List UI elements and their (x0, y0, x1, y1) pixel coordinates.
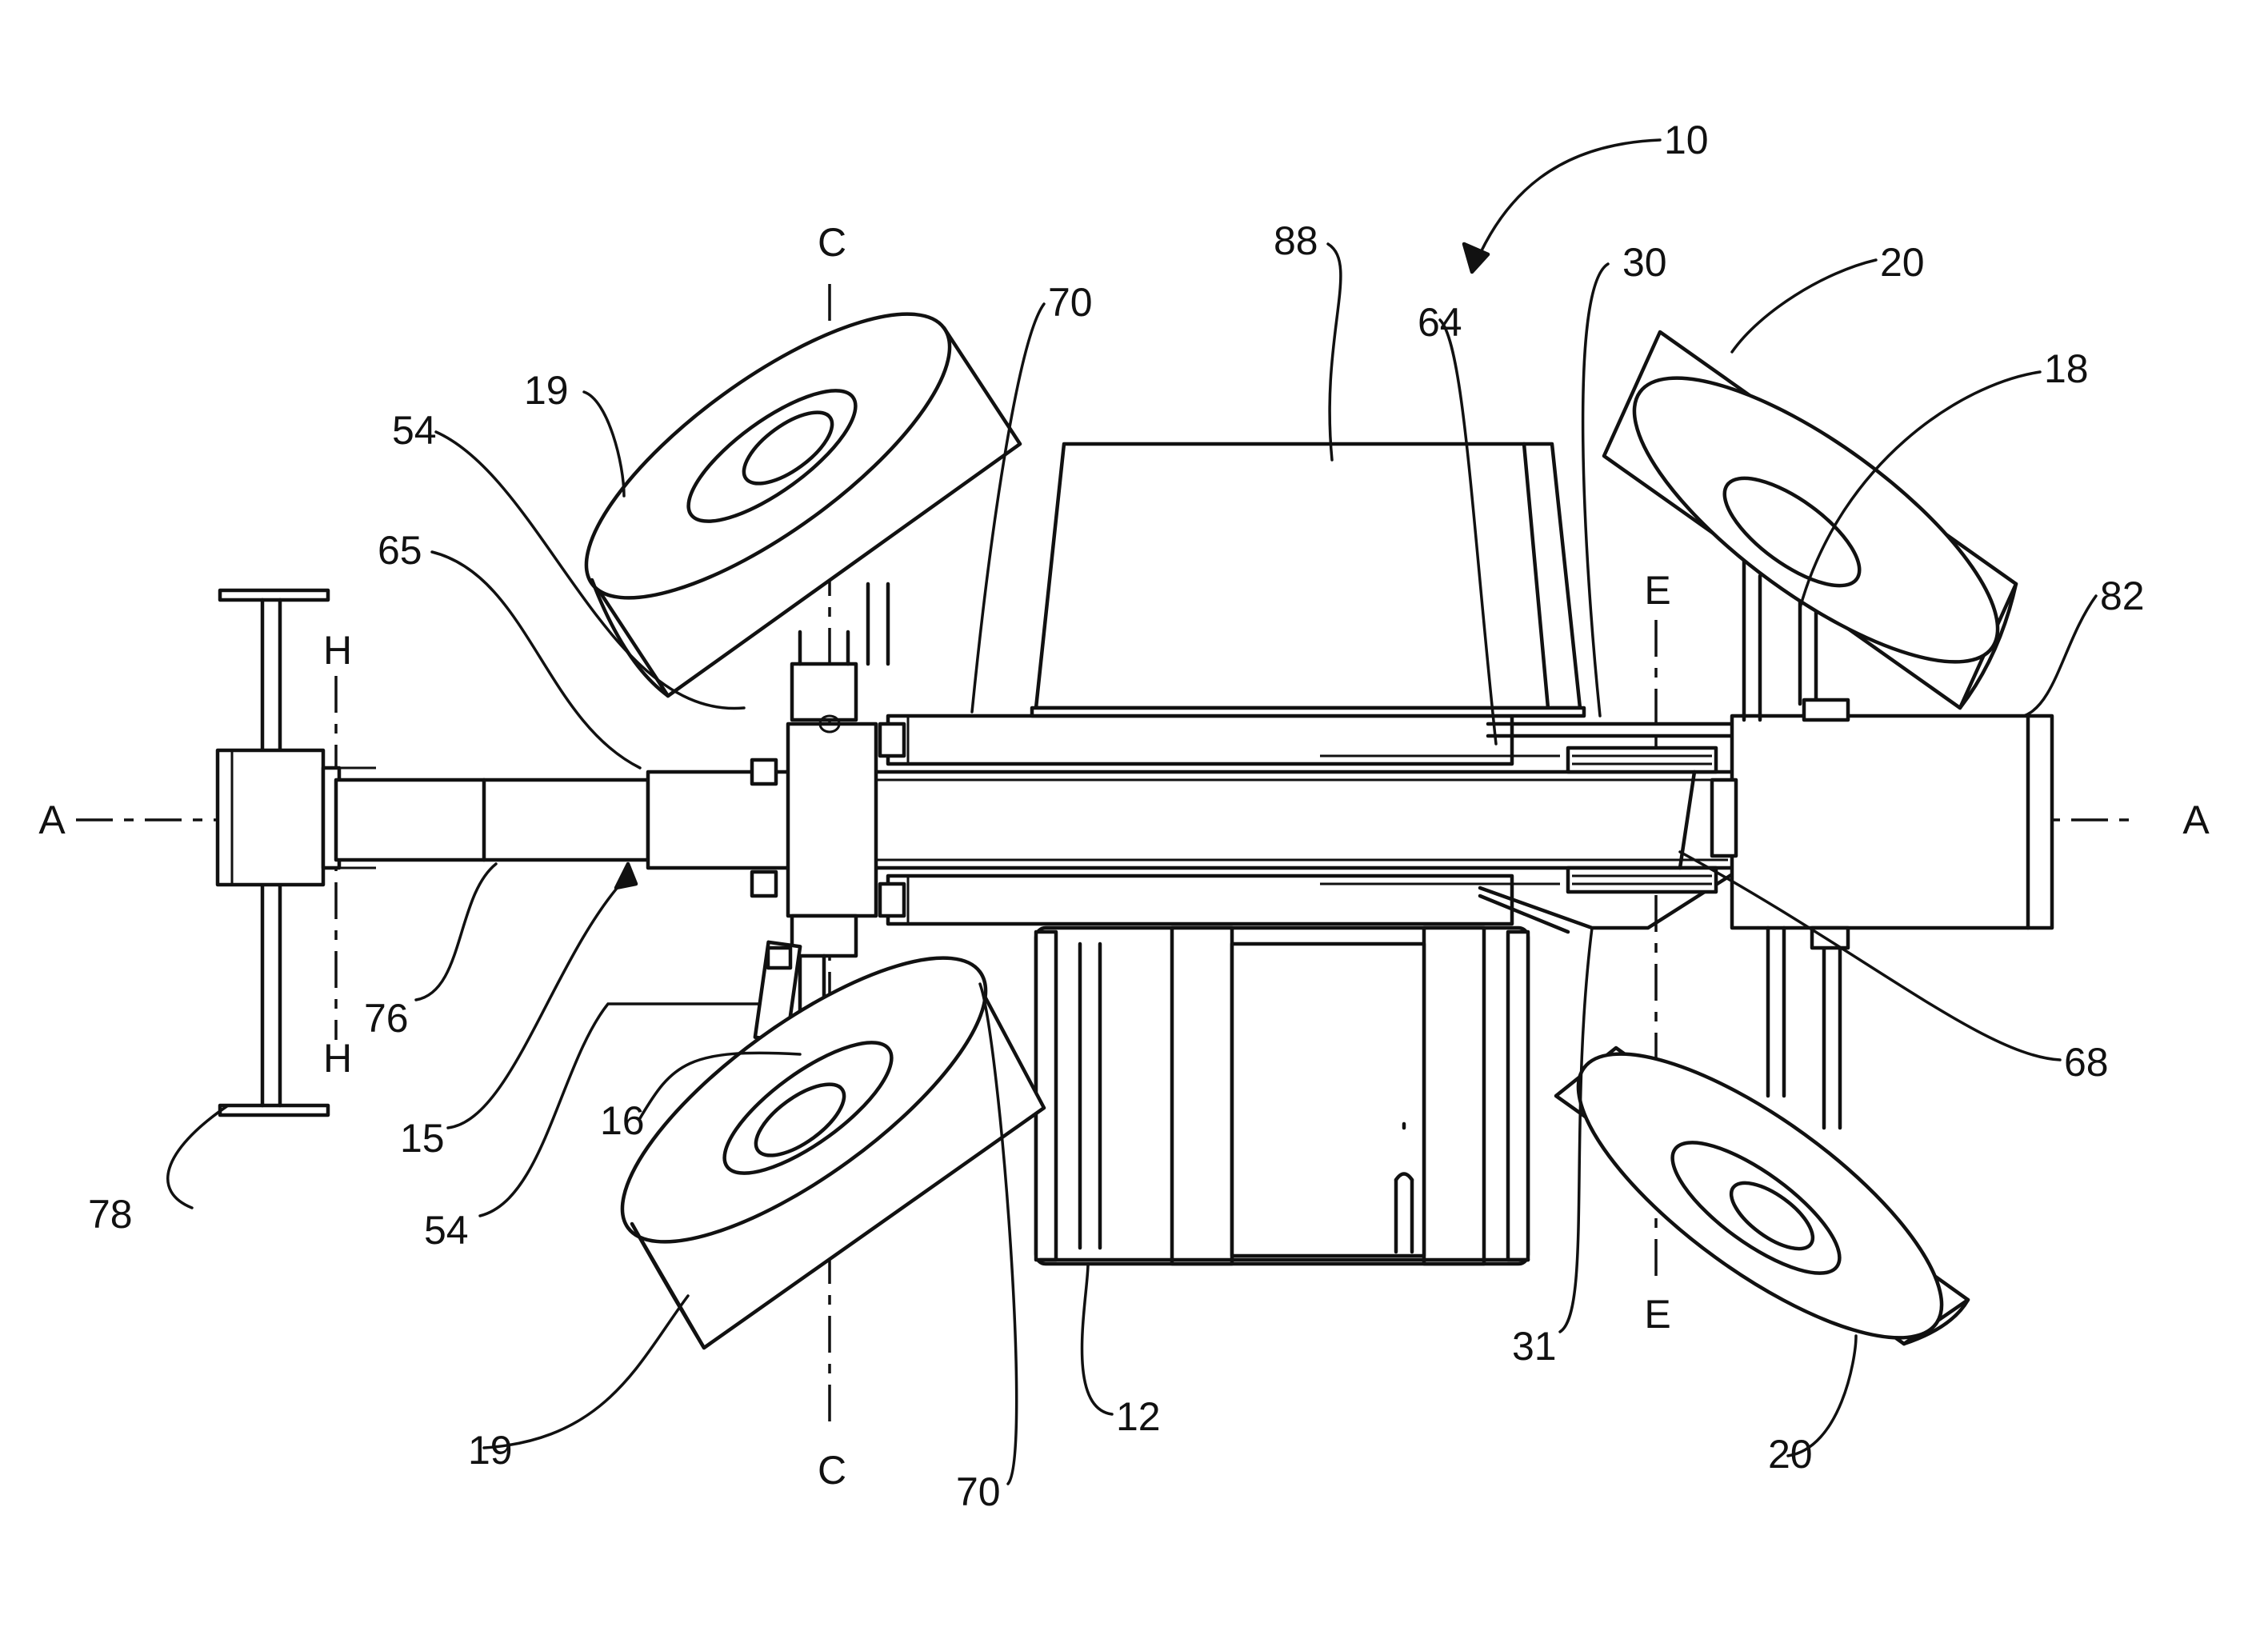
wheel-19-lower (583, 910, 1044, 1348)
wheel-20-lower (1539, 1006, 1981, 1385)
axis-a-right: A (2182, 798, 2210, 842)
ref-16: 16 (600, 1098, 645, 1143)
ref-30: 30 (1622, 240, 1667, 285)
ref-20-top: 20 (1880, 240, 1925, 285)
ref-10: 10 (1664, 118, 1709, 162)
axis-h-bottom: H (323, 1036, 352, 1081)
ref-18: 18 (2044, 346, 2089, 391)
axis-c-top: C (818, 220, 846, 265)
ref-78: 78 (88, 1192, 133, 1237)
ref-19-bottom: 19 (468, 1428, 513, 1473)
ref-54-top: 54 (392, 408, 437, 453)
axis-e-top: E (1644, 568, 1670, 613)
ref-31: 31 (1512, 1324, 1557, 1369)
ref-82: 82 (2100, 574, 2145, 618)
cylinder-70-lower (880, 876, 1560, 924)
ref-65: 65 (378, 528, 422, 573)
ref-20-bottom: 20 (1768, 1432, 1813, 1477)
axis-h-top: H (323, 628, 352, 673)
axis-c-bottom: C (818, 1448, 846, 1493)
ref-88: 88 (1274, 218, 1318, 263)
tongue-76 (336, 780, 648, 860)
wheel-19-upper (547, 266, 1020, 696)
ref-12: 12 (1116, 1394, 1161, 1439)
ref-76: 76 (364, 996, 409, 1041)
ref-70-bottom: 70 (956, 1469, 1001, 1514)
tank-12 (1036, 928, 1528, 1264)
ref-15: 15 (400, 1116, 445, 1161)
axis-a-left: A (38, 798, 66, 842)
axis-e-bottom: E (1644, 1292, 1670, 1337)
ref-54-bottom: 54 (424, 1208, 469, 1253)
ref-68: 68 (2064, 1040, 2109, 1085)
hopper-88 (1032, 444, 1584, 716)
ref-70-top: 70 (1048, 280, 1093, 325)
cylinder-70-upper (880, 716, 1560, 764)
ref-64: 64 (1418, 300, 1462, 345)
ref-19-top: 19 (524, 368, 569, 413)
